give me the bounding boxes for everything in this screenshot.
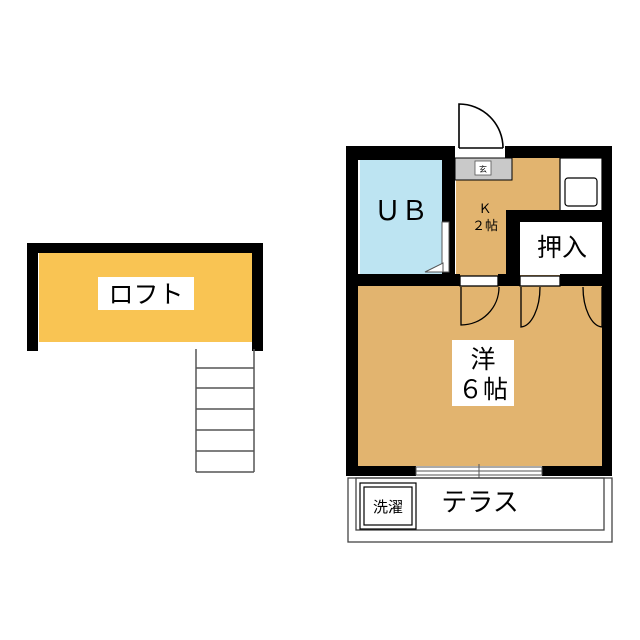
kitchen-label-line1: Ｋ <box>478 202 491 217</box>
bath-floor <box>360 160 442 276</box>
western-label-line2: ６帖 <box>458 375 508 404</box>
loft-ladder <box>195 349 255 473</box>
loft-wall-left <box>27 243 38 351</box>
western-label-line1: 洋 <box>470 345 495 374</box>
loft-wall-top <box>27 243 263 253</box>
loft-area: ロフト <box>27 243 263 351</box>
loft-label-box <box>98 277 194 310</box>
unit-bath-label: ＵＢ <box>374 196 428 227</box>
closet-doors <box>519 275 603 328</box>
terrace-sliding-window <box>415 464 543 478</box>
laundry-label: 洗濯 <box>373 498 403 516</box>
terrace-label: テラス <box>441 488 518 518</box>
kitchen-sink <box>559 157 603 213</box>
entrance-door <box>458 103 504 149</box>
closet-label: 押入 <box>537 233 587 262</box>
exterior-walls <box>346 146 612 476</box>
loft-wall-right <box>252 243 263 351</box>
entrance-area: 玄 <box>454 157 513 181</box>
terrace: 洗濯 テラス <box>347 477 613 543</box>
western-label-box <box>452 340 514 406</box>
western-room-door <box>459 275 500 326</box>
bath-door <box>424 221 450 273</box>
entrance-label: 玄 <box>479 164 487 174</box>
closet-label-box <box>527 227 597 265</box>
loft-label: ロフト <box>108 280 183 309</box>
kitchen-label-line2: ２帖 <box>472 219 498 234</box>
